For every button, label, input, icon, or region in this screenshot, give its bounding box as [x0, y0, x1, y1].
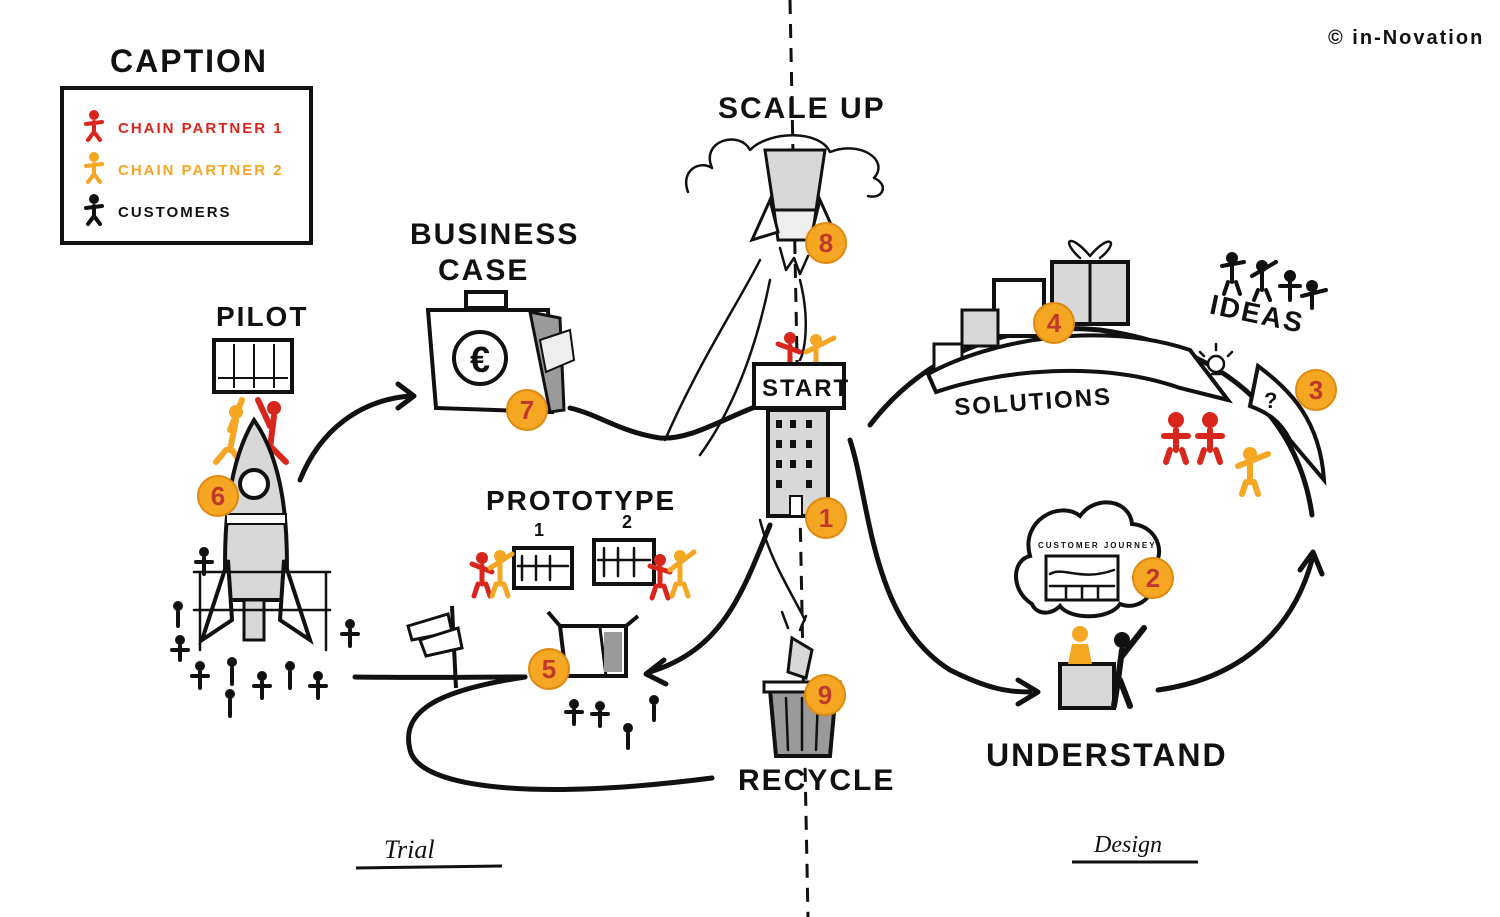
prototype-1-label: 1 — [534, 520, 546, 540]
step-badge-2: 2 — [1132, 557, 1174, 599]
prototype-screen-2-icon — [592, 538, 656, 586]
solutions-banner — [925, 333, 1234, 404]
gift-boxes-icon — [932, 239, 1130, 372]
business-case-label-line1: BUSINESS — [410, 218, 579, 251]
briefcase-icon: € — [425, 290, 576, 415]
phase-design-label: Design — [1093, 832, 1162, 858]
step-badge-7: 7 — [506, 389, 548, 431]
recycle-label: RECYCLE — [738, 764, 895, 797]
svg-text:5: 5 — [542, 654, 556, 684]
falling-rocket-icon — [780, 610, 814, 680]
step-badge-4: 4 — [1033, 302, 1075, 344]
svg-text:2: 2 — [1146, 563, 1160, 593]
person-red-icon — [84, 110, 104, 142]
person-black-icon — [84, 194, 104, 226]
legend-label: CHAIN PARTNER 1 — [118, 120, 284, 137]
phase-trial: Trial — [355, 835, 503, 870]
svg-text:4: 4 — [1047, 308, 1062, 338]
pilot-label: PILOT — [216, 301, 308, 332]
partners-holding-board-icon — [213, 397, 289, 465]
step-badges: 1 2 3 4 5 6 7 8 9 — [197, 222, 1337, 716]
start-sign — [752, 362, 846, 410]
rocket-icon — [192, 416, 332, 652]
scale-up-section: SCALE UP — [684, 92, 886, 276]
start-label: START — [762, 375, 850, 402]
svg-text:6: 6 — [211, 481, 225, 511]
legend-entry-customers: CUSTOMERS — [84, 194, 232, 226]
flow-paths — [297, 258, 1325, 792]
prototype-partners-right-icon — [647, 549, 697, 601]
solutions-label: SOLUTIONS — [953, 383, 1113, 421]
prototype-partners-left-icon — [469, 550, 515, 599]
svg-text:3: 3 — [1309, 375, 1323, 405]
legend-entry-chain-partner-1: CHAIN PARTNER 1 — [84, 110, 284, 142]
step-badge-1: 1 — [805, 497, 847, 539]
pilot-section: PILOT — [170, 301, 360, 718]
ideas-partners-icon — [1161, 412, 1271, 497]
prototype-section: PROTOTYPE 1 2 — [406, 485, 697, 750]
phase-trial-label: Trial — [384, 835, 435, 864]
svg-text:9: 9 — [818, 680, 832, 710]
legend-label: CHAIN PARTNER 2 — [118, 162, 284, 179]
ideas-banner — [1247, 362, 1327, 486]
pilot-board-icon — [212, 338, 294, 394]
service-desk-icon — [1058, 625, 1147, 710]
legend-entry-chain-partner-2: CHAIN PARTNER 2 — [84, 152, 284, 184]
step-badge-8: 8 — [805, 222, 847, 264]
person-orange-icon — [84, 152, 104, 184]
start-section: START — [752, 332, 850, 518]
step-badge-5: 5 — [528, 648, 570, 690]
rocket-upside-down-icon — [749, 148, 841, 276]
svg-text:8: 8 — [819, 228, 833, 258]
signpost-flag-icon — [406, 605, 464, 689]
solutions-section: SOLUTIONS — [925, 239, 1234, 421]
prototype-crowd-icon — [564, 695, 659, 750]
step-badge-6: 6 — [197, 475, 239, 517]
cloud-icon — [684, 134, 885, 198]
caption-legend: CAPTION CHAIN PARTNER 1 CHAIN PARTNER 2 … — [60, 43, 313, 245]
prototype-label: PROTOTYPE — [486, 485, 676, 516]
svg-text:1: 1 — [819, 503, 833, 533]
question-mark: ? — [1264, 388, 1279, 413]
svg-text:7: 7 — [520, 395, 534, 425]
ideas-people-icon — [1220, 252, 1328, 310]
understand-label: UNDERSTAND — [986, 737, 1228, 773]
start-partners-icon — [775, 332, 837, 367]
business-case-section: BUSINESS CASE € — [410, 218, 579, 415]
customer-journey-label: CUSTOMER JOURNEY — [1038, 541, 1157, 550]
business-case-label-line2: CASE — [438, 254, 529, 287]
prototype-2-label: 2 — [622, 512, 634, 532]
building-icon — [766, 408, 830, 518]
caption-title: CAPTION — [110, 43, 268, 79]
euro-symbol: € — [470, 339, 490, 380]
understand-section: CUSTOMER JOURNEY UNDERSTAND — [986, 500, 1228, 773]
legend-label: CUSTOMERS — [118, 204, 232, 221]
prototype-screen-1-icon — [512, 546, 574, 590]
scale-up-label: SCALE UP — [718, 92, 886, 125]
customer-journey-board-icon — [1044, 554, 1120, 602]
step-badge-3: 3 — [1295, 369, 1337, 411]
lightbulb-icon — [1198, 342, 1234, 376]
copyright-label: © in-Novation — [1328, 27, 1484, 49]
pilot-crowd-icon — [170, 547, 360, 718]
step-badge-9: 9 — [804, 674, 846, 716]
phase-design: Design — [1072, 832, 1198, 864]
